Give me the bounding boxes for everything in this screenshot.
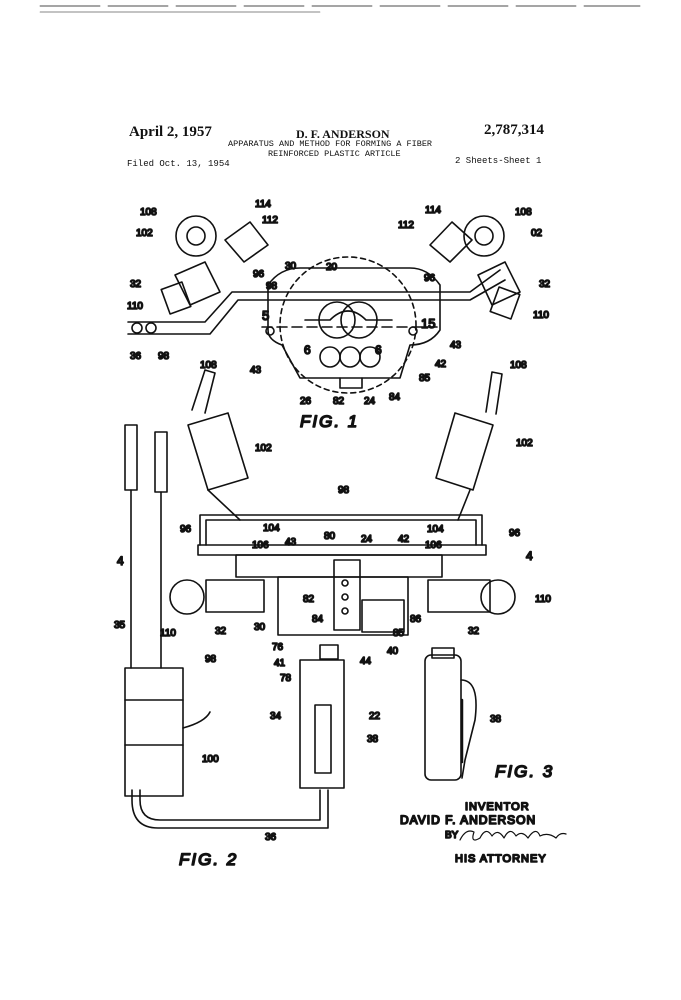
ref-35: 35 [114,620,126,631]
ref-30: 30 [254,622,266,633]
ref-4: 4 [117,554,124,568]
ref-86: 86 [410,614,422,625]
ref-98: 98 [266,281,278,292]
ref-42: 42 [398,534,410,545]
ref-85: 85 [419,373,431,384]
ref-114: 114 [425,205,441,216]
ref-43: 43 [285,537,297,548]
ref-4: 4 [526,549,533,563]
ref-110: 110 [535,594,551,605]
ref-6: 6 [304,343,311,357]
patent-title-line1: APPARATUS AND METHOD FOR FORMING A FIBER [228,139,433,149]
ref-6: 6 [375,343,382,357]
ref-80: 80 [324,531,336,542]
by-label: BY [445,830,459,841]
ref-85: 85 [393,628,405,639]
patent-title-line2: REINFORCED PLASTIC ARTICLE [268,149,401,159]
figure-2-drawing: 108 108 102 102 98 96 96 104 104 106 106… [113,359,552,870]
ref-36: 36 [130,351,142,362]
ref-42: 42 [435,359,447,370]
ref-96: 96 [180,524,192,535]
ref-84: 84 [312,614,324,625]
ref-96: 96 [424,273,436,284]
ref-108: 108 [510,360,527,371]
ref-110: 110 [160,628,176,639]
ref-15: 15 [421,316,435,331]
ref-114: 114 [255,199,271,210]
inventor-short-name: D. F. ANDERSON [296,127,390,141]
ref-24: 24 [364,396,376,407]
ref-110: 110 [127,301,143,312]
ref-32: 32 [130,279,142,290]
filed-date: Filed Oct. 13, 1954 [127,159,230,169]
ref-108: 108 [140,207,157,218]
ref-43: 43 [250,365,262,376]
ref-41: 41 [274,658,286,669]
ref-102: 102 [255,443,272,454]
figure-2-label: FIG. 2 [179,850,238,869]
ref-43: 43 [450,340,462,351]
figure-3-label: FIG. 3 [495,762,554,781]
ref-26: 26 [300,396,312,407]
figure-1-label: FIG. 1 [300,412,359,431]
ref-22: 22 [369,711,381,722]
ref-108: 108 [200,360,217,371]
ref-20: 20 [326,262,338,273]
ref-40: 40 [387,646,399,657]
ref-100: 100 [202,754,219,765]
ref-32: 32 [468,626,480,637]
ref-30: 30 [285,261,297,272]
ref-112: 112 [398,220,414,231]
ref-24: 24 [361,534,373,545]
sheet-count: 2 Sheets-Sheet 1 [455,156,542,166]
ref-104: 104 [427,524,444,535]
ref-32: 32 [539,279,551,290]
ref-78: 78 [280,673,292,684]
ref-32: 32 [215,626,227,637]
ref-5: 5 [262,308,269,323]
ref-44: 44 [360,656,372,667]
attorney-signature [459,830,567,841]
ref-34: 34 [270,711,282,722]
ref-02: 02 [531,228,543,239]
inventor-heading: INVENTOR [465,801,530,813]
ref-108: 108 [515,207,532,218]
ref-106: 106 [425,540,442,551]
patent-date: April 2, 1957 [129,124,212,140]
ref-112: 112 [262,215,278,226]
ref-102: 102 [136,228,153,239]
ref-82: 82 [303,594,315,605]
ref-110: 110 [533,310,549,321]
inventor-name: DAVID F. ANDERSON [400,813,536,827]
ref-38: 38 [490,714,502,725]
figure-3-drawing: 38 FIG. 3 [424,647,554,782]
ref-104: 104 [263,523,280,534]
ref-82: 82 [333,396,345,407]
figure-1-drawing: 108 102 114 112 32 110 36 98 30 20 96 98… [126,198,551,432]
attorney-label: HIS ATTORNEY [455,853,547,865]
ref-76: 76 [272,642,284,653]
ref-96: 96 [253,269,265,280]
patent-number: 2,787,314 [484,122,544,138]
ref-36: 36 [265,832,277,843]
ref-98: 98 [338,485,350,496]
ref-38: 38 [367,734,379,745]
ref-102: 102 [516,438,533,449]
ref-98: 98 [158,351,170,362]
ref-96: 96 [509,528,521,539]
ref-106: 106 [252,540,269,551]
ref-84: 84 [389,392,401,403]
signature-block: INVENTOR DAVID F. ANDERSON BY HIS ATTORN… [399,800,567,866]
ref-98: 98 [205,654,217,665]
